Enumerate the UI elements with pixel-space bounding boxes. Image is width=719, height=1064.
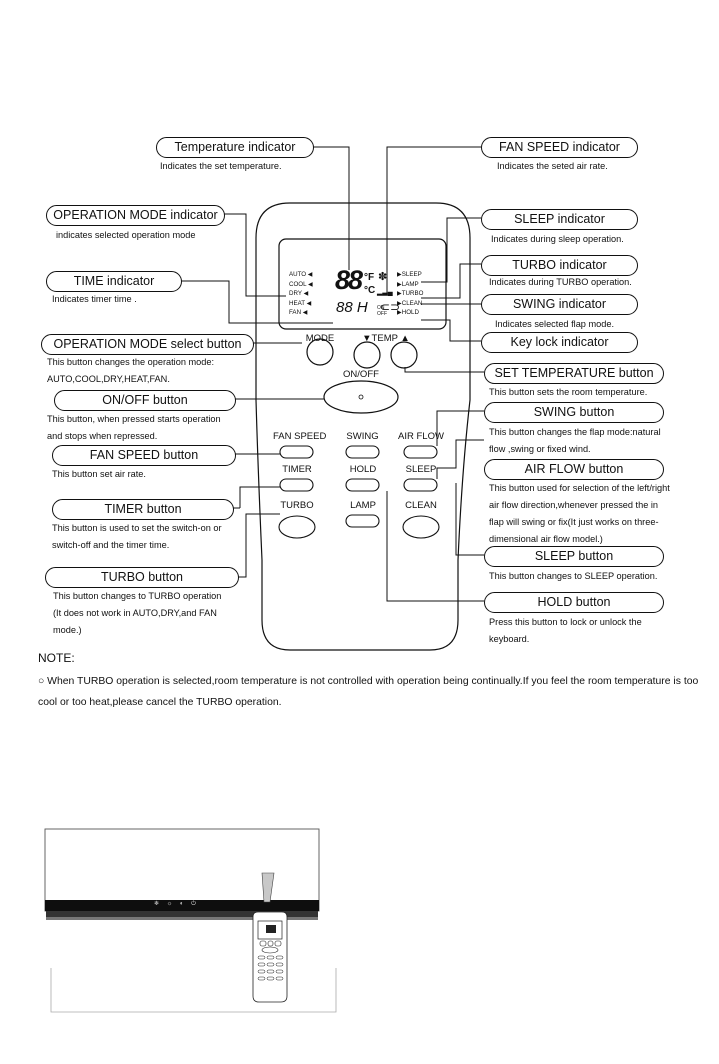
lcd-mode-list: AUTO ◀ COOL ◀ DRY ◀ HEAT ◀ FAN ◀ <box>289 271 313 317</box>
operation-mode-button-label: OPERATION MODE select button <box>41 334 254 355</box>
key-lock-indicator-label: Key lock indicator <box>481 332 638 353</box>
fan-speed-button-label: FAN SPEED button <box>52 445 236 466</box>
fan-speed-button-desc: This button set air rate. <box>52 469 146 479</box>
lamp-button[interactable]: LAMP <box>350 500 376 511</box>
air-flow-button-label: AIR FLOW button <box>484 459 664 480</box>
note-title: NOTE: <box>38 651 75 665</box>
hold-button-label: HOLD button <box>484 592 664 613</box>
swing-indicator-label: SWING indicator <box>481 294 638 315</box>
operation-mode-indicator-label: OPERATION MODE indicator <box>46 205 225 226</box>
temperature-indicator-label: Temperature indicator <box>156 137 314 158</box>
hold-button-desc: Press this button to lock or unlock the … <box>489 617 642 644</box>
timer-button-desc: This button is used to set the switch-on… <box>52 523 222 550</box>
set-temperature-button-label: SET TEMPERATURE button <box>484 363 664 384</box>
mode-button-shape <box>306 338 334 366</box>
lcd-window <box>278 238 447 330</box>
hold-button[interactable]: HOLD <box>349 464 377 475</box>
swing-button[interactable]: SWING <box>346 431 379 442</box>
unit-display-icons: ❄ ☼ ◐ ⏻ <box>154 901 199 907</box>
onoff-button-label: ON/OFF button <box>54 390 236 411</box>
set-temperature-button-desc: This button sets the room temperature. <box>489 387 648 397</box>
turbo-button-desc: This button changes to TURBO operation (… <box>53 591 222 635</box>
lcd-unit-f: °F <box>364 272 375 283</box>
time-indicator-desc: Indicates timer time . <box>52 294 137 304</box>
note-text: ○ When TURBO operation is selected,room … <box>38 676 699 708</box>
fan-icon: ✽ <box>378 271 388 283</box>
temperature-indicator-desc: Indicates the set temperature. <box>160 161 282 171</box>
swing-indicator-desc: Indicates selected flap mode. <box>495 319 614 329</box>
turbo-button-label: TURBO button <box>45 567 239 588</box>
sleep-indicator-label: SLEEP indicator <box>481 209 638 230</box>
air-flow-button[interactable]: AIR FLOW <box>398 431 444 442</box>
lcd-temp-digits: 88 <box>335 265 363 295</box>
sleep-button-desc: This button changes to SLEEP operation. <box>489 571 658 581</box>
remote-body-outline <box>255 202 471 651</box>
operation-mode-indicator-desc: indicates selected operation mode <box>56 230 196 240</box>
temp-down-shape <box>353 341 381 369</box>
swing-button-desc: This button changes the flap mode:natura… <box>489 427 661 454</box>
lcd-unit-c: °C <box>364 285 376 296</box>
fan-speed-button[interactable]: FAN SPEED <box>273 431 327 442</box>
lcd-time-digits: 88 H <box>336 299 368 316</box>
mode-button[interactable]: MODE <box>305 333 335 344</box>
onoff-button[interactable]: ON/OFF <box>343 369 379 380</box>
fan-bars-icon: ▂▃▄ <box>377 289 393 296</box>
timer-button[interactable]: TIMER <box>282 464 312 475</box>
fan-speed-indicator-label: FAN SPEED indicator <box>481 137 638 158</box>
timer-button-label: TIMER button <box>52 499 234 520</box>
air-flow-button-desc: This button used for selection of the le… <box>489 483 670 544</box>
operation-mode-button-desc: This button changes the operation mode: … <box>47 357 215 384</box>
indoor-unit-illustration <box>44 828 337 1013</box>
lcd-status-list: ▶SLEEP ▶LAMP ▶TURBO ▶CLEAN ▶HOLD <box>397 271 424 317</box>
turbo-button[interactable]: TURBO <box>280 500 314 511</box>
swing-button-label: SWING button <box>484 402 664 423</box>
sleep-button-label: SLEEP button <box>484 546 664 567</box>
note-bullet-icon: ○ <box>38 676 45 687</box>
swing-flap-icon: ⊂⊃ <box>380 300 401 314</box>
time-indicator-label: TIME indicator <box>46 271 182 292</box>
onoff-button-desc: This button, when pressed starts operati… <box>47 414 221 441</box>
temp-up-shape <box>390 341 418 369</box>
temp-buttons-label[interactable]: ▼TEMP ▲ <box>362 333 410 344</box>
turbo-indicator-desc: Indicates during TURBO operation. <box>489 277 632 287</box>
fan-speed-indicator-desc: Indicates the seted air rate. <box>497 161 608 171</box>
onoff-button-shape <box>323 380 399 414</box>
clean-button[interactable]: CLEAN <box>405 500 437 511</box>
turbo-indicator-label: TURBO indicator <box>481 255 638 276</box>
sleep-button[interactable]: SLEEP <box>405 464 437 475</box>
sleep-indicator-desc: Indicates during sleep operation. <box>491 234 624 244</box>
